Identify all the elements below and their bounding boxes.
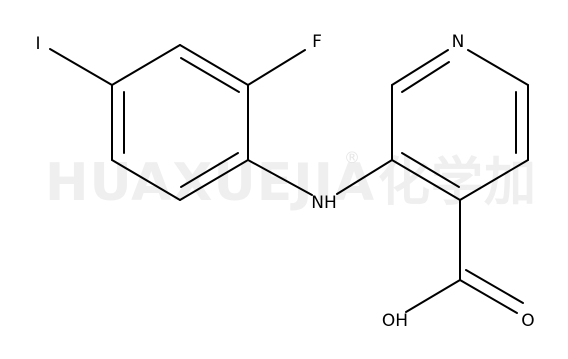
bond-c6-c1 bbox=[111, 44, 181, 86]
bond-c2prime-n bbox=[391, 49, 449, 86]
bond-c3-c4 bbox=[179, 159, 249, 201]
atom-labels: I F N NH OH O bbox=[35, 32, 534, 331]
bond-c2-fluorine bbox=[247, 49, 306, 86]
atom-hydroxyl: OH bbox=[382, 311, 408, 331]
bond-carboxyl-oh bbox=[405, 279, 461, 313]
watermark-chinese: 化学加 bbox=[378, 153, 537, 213]
bond-c4-c5 bbox=[111, 159, 181, 201]
watermark-registered: ® bbox=[344, 148, 360, 167]
bond-carboxyl-o-a bbox=[459, 279, 518, 314]
atom-nitrogen-ring: N bbox=[452, 32, 465, 52]
atom-carbonyl-oxygen: O bbox=[521, 311, 534, 331]
watermark: HUAXUEJIA ® 化学加 bbox=[45, 148, 537, 213]
bond-c1-c2-inner bbox=[180, 57, 240, 93]
atom-fluorine: F bbox=[312, 32, 322, 52]
atom-amine: NH bbox=[311, 193, 337, 213]
bond-c3-nh bbox=[247, 159, 313, 196]
bond-c4prime-c3prime bbox=[391, 159, 461, 201]
atom-iodine: I bbox=[35, 34, 40, 54]
bond-c4prime-c3prime-inner bbox=[401, 152, 460, 188]
bonds bbox=[49, 44, 529, 314]
bond-c6-iodine bbox=[49, 48, 113, 86]
bond-c1-c2 bbox=[179, 44, 249, 86]
bond-c3-c4-inner bbox=[180, 152, 239, 188]
bond-n-c6prime bbox=[467, 49, 529, 86]
bond-nh-c3prime bbox=[336, 159, 393, 195]
bond-c5prime-c4prime bbox=[459, 159, 529, 201]
bond-c2prime-n-inner bbox=[401, 61, 450, 93]
bond-carboxyl-o-b bbox=[465, 269, 524, 304]
